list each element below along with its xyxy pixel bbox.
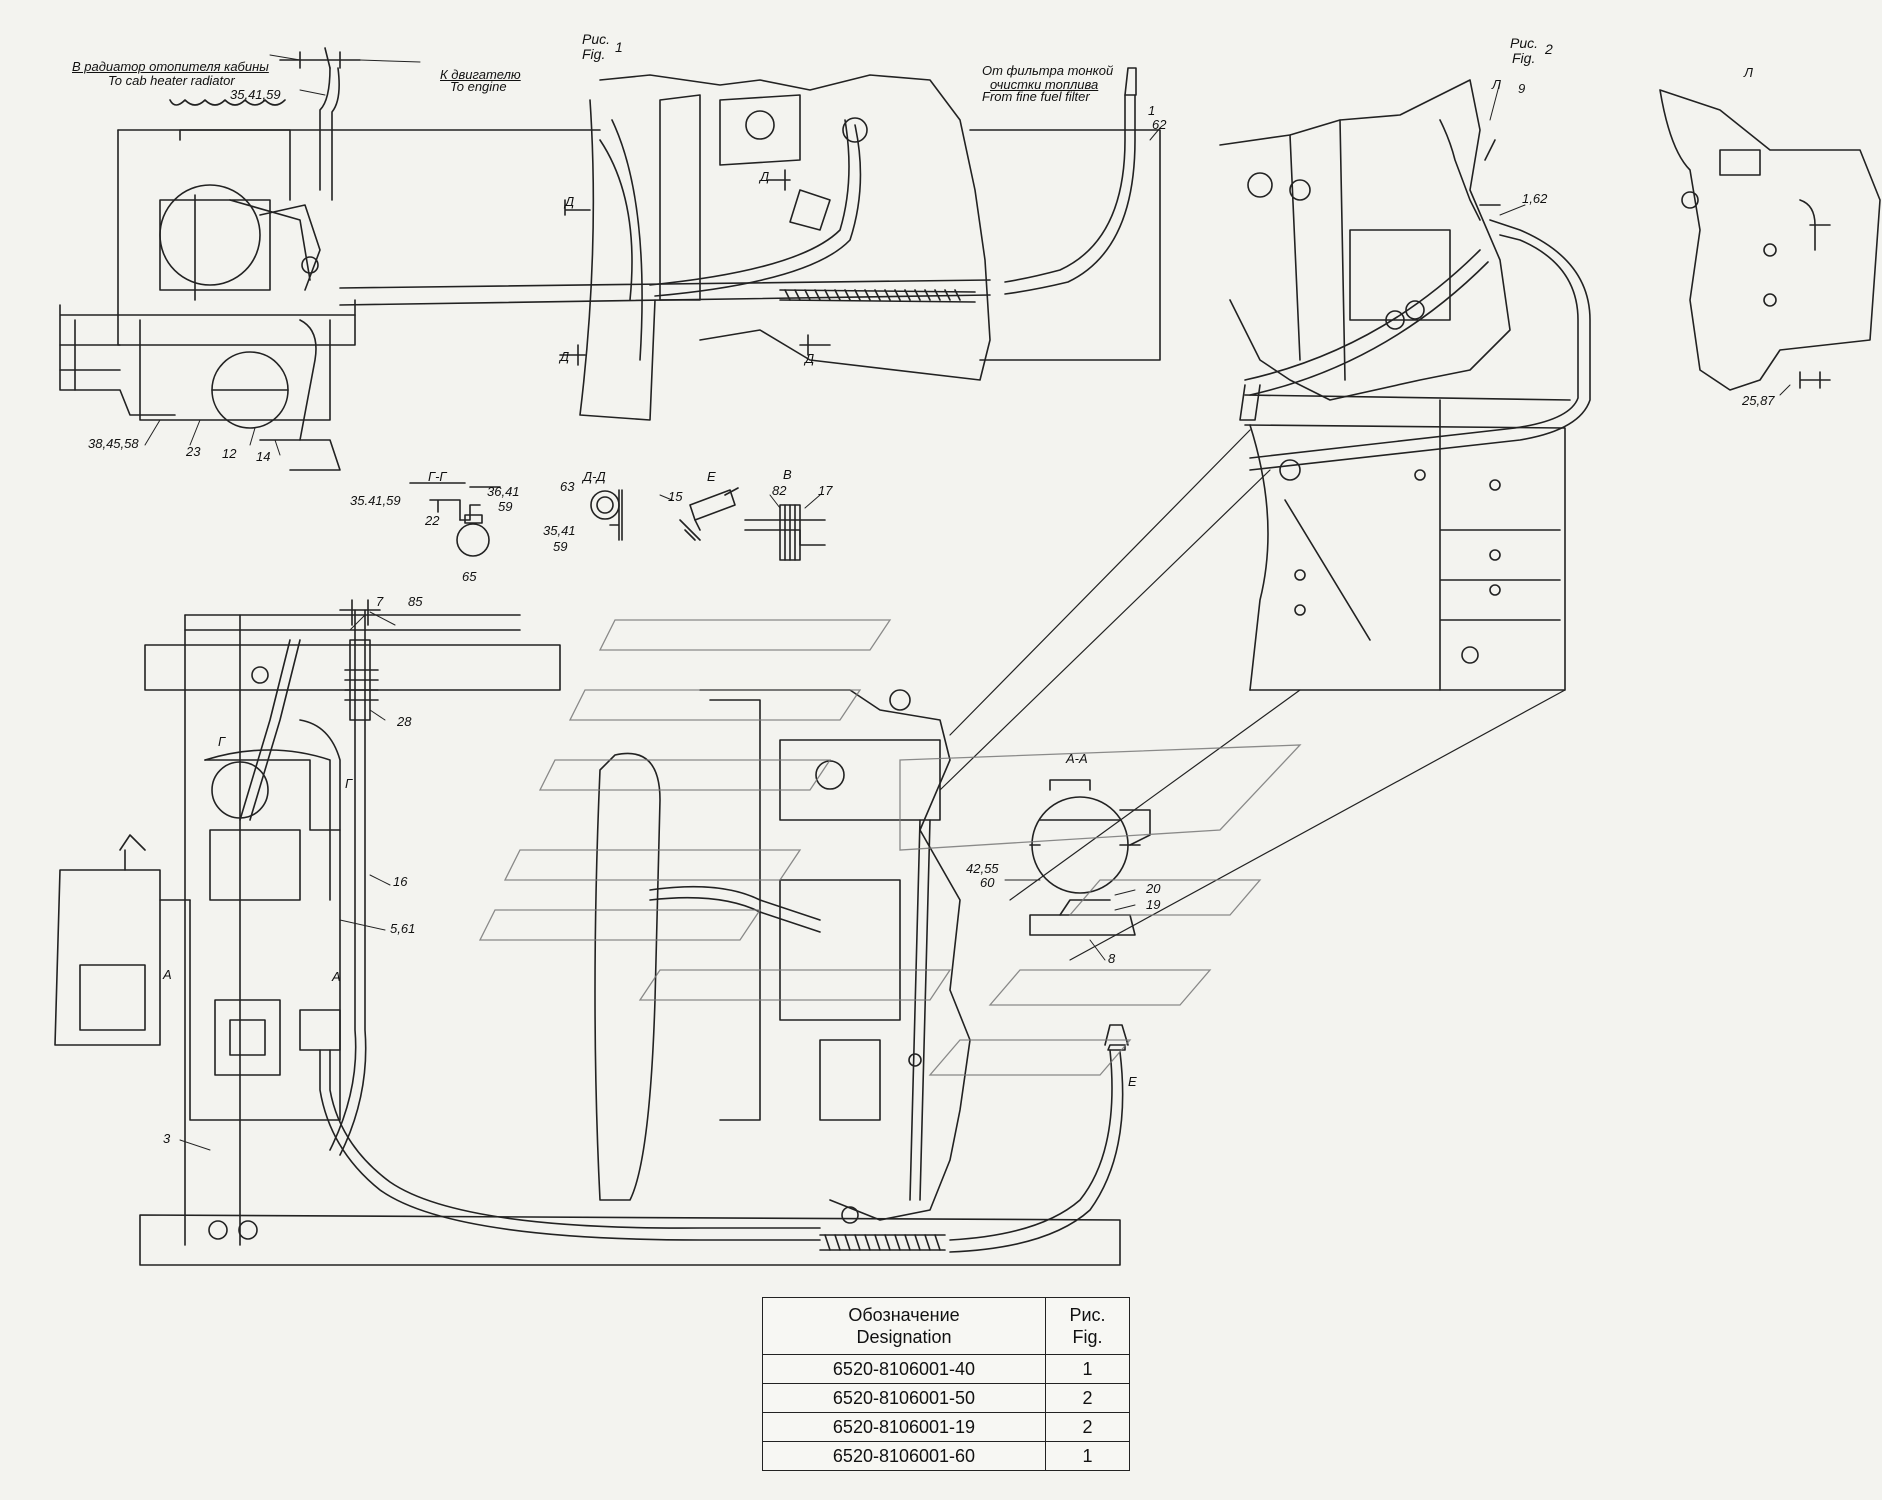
marker-g-1: Г xyxy=(218,734,226,749)
section-a-a xyxy=(1029,779,1151,936)
header-fig-ru: Рис. xyxy=(1069,1305,1106,1325)
callout-16: 16 xyxy=(393,874,408,889)
header-designation: Обозначение Designation xyxy=(762,1297,1046,1355)
callout-62-top: 62 xyxy=(1152,117,1167,132)
view-l xyxy=(1659,89,1881,391)
callout-7: 7 xyxy=(376,594,384,609)
row-fig: 1 xyxy=(1045,1441,1130,1471)
preheater-lower xyxy=(54,599,821,1241)
heater-assembly-top-left xyxy=(59,47,991,471)
engine-lower xyxy=(594,689,1129,1253)
callout-14: 14 xyxy=(256,449,271,464)
callout-12: 12 xyxy=(222,446,237,461)
fig1-caption-en: Fig. xyxy=(582,46,606,62)
marker-e-1: Е xyxy=(1128,1074,1137,1089)
marker-d-3: Д xyxy=(560,349,570,364)
designation-table: Обозначение Designation Рис. Fig. 6520-8… xyxy=(762,1297,1130,1471)
callout-25-87: 25,87 xyxy=(1742,393,1775,408)
callout-1-62: 1,62 xyxy=(1522,191,1548,206)
header-designation-en: Designation xyxy=(856,1327,952,1347)
row-designation: 6520-8106001-50 xyxy=(762,1383,1046,1413)
callout-5-61: 5,61 xyxy=(390,921,416,936)
marker-a-1: А xyxy=(163,967,172,982)
engine-fragment-fig2 xyxy=(1219,79,1591,691)
row-designation: 6520-8106001-60 xyxy=(762,1441,1046,1471)
table-row: 6520-8106001-19 2 xyxy=(762,1412,1130,1442)
row-designation: 6520-8106001-40 xyxy=(762,1354,1046,1384)
table-row: 6520-8106001-40 1 xyxy=(762,1354,1130,1384)
callout-15: 15 xyxy=(668,489,683,504)
section-e xyxy=(679,487,739,541)
callout-9: 9 xyxy=(1518,81,1526,96)
lower-frame xyxy=(139,614,1121,1266)
table-header-row: Обозначение Designation Рис. Fig. xyxy=(762,1297,1130,1355)
table-row: 6520-8106001-50 2 xyxy=(762,1383,1130,1413)
callout-60: 60 xyxy=(980,875,995,890)
section-label-l: Л xyxy=(1744,65,1753,80)
callout-35-41-59-top: 35,41,59 xyxy=(230,87,281,102)
callout-59-g: 59 xyxy=(498,499,513,514)
fig2-caption-ru: Рис. xyxy=(1510,35,1539,51)
note-to-cab-heater-en: To cab heater radiator xyxy=(108,73,235,88)
note-from-filter-ru-2: очистки топлива xyxy=(990,77,1099,92)
section-label-d-d: Д-Д xyxy=(583,469,606,484)
table-row: 6520-8106001-60 1 xyxy=(762,1441,1130,1471)
callout-22: 22 xyxy=(425,513,440,528)
callout-17: 17 xyxy=(818,483,833,498)
marker-d-2: Д xyxy=(760,169,770,184)
section-label-g-g: Г-Г xyxy=(428,469,447,484)
marker-g-2: Г xyxy=(345,776,353,791)
note-from-filter-en: From fine fuel filter xyxy=(982,89,1090,104)
note-to-engine-ru: К двигателю xyxy=(440,67,521,82)
callout-35-41-59-g: 35.41,59 xyxy=(350,493,401,508)
row-fig: 2 xyxy=(1045,1383,1130,1413)
callout-1-top: 1 xyxy=(1148,103,1156,118)
fig2-caption-en: Fig. xyxy=(1512,50,1536,66)
engine-fragment-fig1 xyxy=(559,67,1161,421)
callout-82: 82 xyxy=(772,483,787,498)
callout-23: 23 xyxy=(186,444,201,459)
callout-65: 65 xyxy=(462,569,477,584)
row-fig: 1 xyxy=(1045,1354,1130,1384)
callout-leaders xyxy=(144,54,1791,1151)
header-fig: Рис. Fig. xyxy=(1045,1297,1130,1355)
header-designation-ru: Обозначение xyxy=(848,1305,960,1325)
callout-85: 85 xyxy=(408,594,423,609)
note-from-filter-ru-1: От фильтра тонкой xyxy=(982,63,1114,78)
section-label-v: В xyxy=(783,467,792,482)
callout-8: 8 xyxy=(1108,951,1116,966)
header-fig-en: Fig. xyxy=(1072,1327,1103,1347)
marker-l-1: Л xyxy=(1492,77,1501,92)
note-to-cab-heater-ru: В радиатор отопителя кабины xyxy=(72,59,269,74)
section-d-d xyxy=(590,489,623,541)
section-v xyxy=(744,504,826,561)
row-designation: 6520-8106001-19 xyxy=(762,1412,1046,1442)
section-label-a-a: А-А xyxy=(1066,751,1088,766)
note-to-engine-en: To engine xyxy=(450,79,507,94)
section-label-e: Е xyxy=(707,469,716,484)
callout-35-41-d: 35,41 xyxy=(543,523,576,538)
callout-20: 20 xyxy=(1146,881,1161,896)
callout-19: 19 xyxy=(1146,897,1161,912)
row-fig: 2 xyxy=(1045,1412,1130,1442)
marker-d-4: Д xyxy=(805,351,815,366)
fig1-caption-ru: Рис. xyxy=(582,31,611,47)
marker-d-1: Д xyxy=(565,194,575,209)
fig2-number: 2 xyxy=(1545,41,1553,57)
watermark-logo xyxy=(478,619,1302,1076)
callout-38-45-58: 38,45,58 xyxy=(88,436,139,451)
callout-59-d: 59 xyxy=(553,539,568,554)
callout-3: 3 xyxy=(163,1131,171,1146)
fig1-number: 1 xyxy=(615,39,623,55)
callout-36-41: 36,41 xyxy=(487,484,520,499)
callout-63: 63 xyxy=(560,479,575,494)
marker-a-2: А xyxy=(332,969,341,984)
callout-42-55: 42,55 xyxy=(966,861,999,876)
callout-28: 28 xyxy=(397,714,412,729)
section-g-g xyxy=(409,482,501,557)
